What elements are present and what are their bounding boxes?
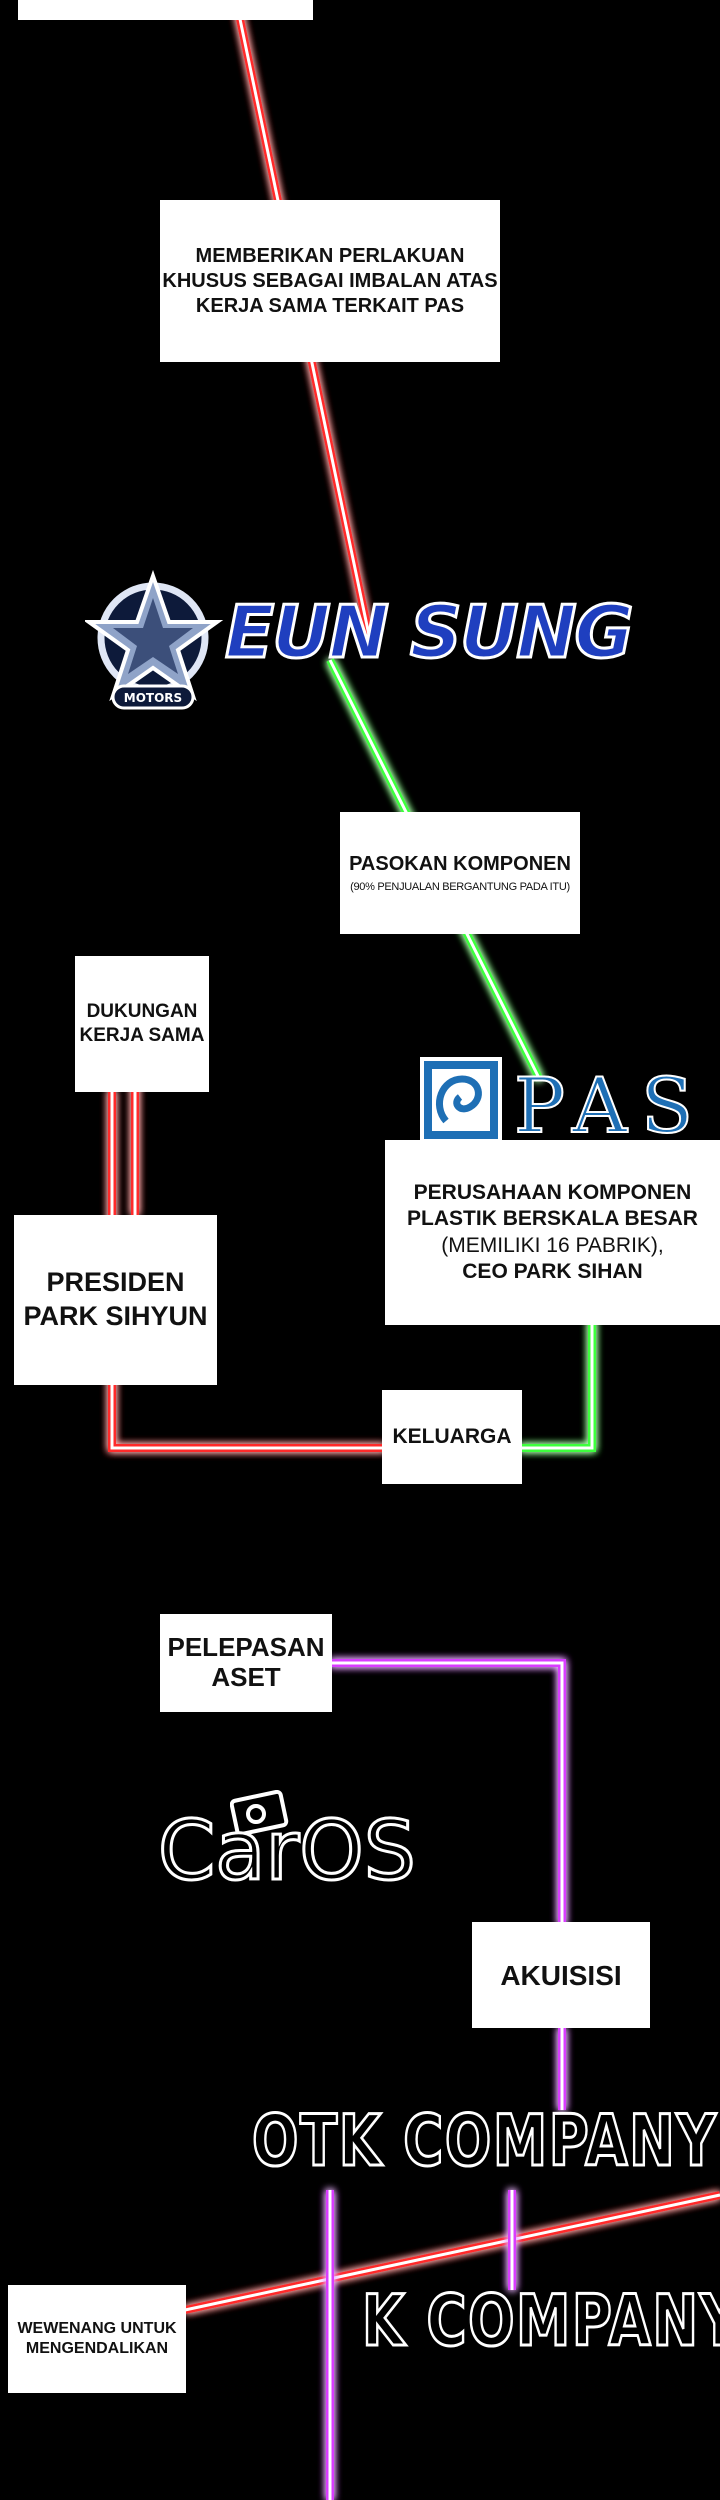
pas-logo: PAS (418, 1055, 720, 1151)
green-family-line (520, 1320, 596, 1452)
caros-text: CarOS (157, 1803, 418, 1901)
asset-line-2: ASET (211, 1662, 281, 1692)
pas-ceo: CEO PARK SIHAN (462, 1259, 643, 1283)
k-company-text: K COMPANY (361, 2279, 720, 2364)
eun-sung-text: EUN SUNG (224, 589, 636, 676)
acquisition-box: AKUISISI (472, 1922, 650, 2028)
cooperation-line-1: DUKUNGAN (86, 1001, 198, 1023)
pas-emblem-icon (420, 1057, 502, 1143)
special-treatment-line-3: KERJA SAMA TERKAIT PAS (195, 294, 465, 317)
special-treatment-box: MEMBERIKAN PERLAKUAN KHUSUS SEBAGAI IMBA… (160, 200, 500, 362)
asset-line-1: PELEPASAN (167, 1632, 325, 1663)
cooperation-line-2: KERJA SAMA (79, 1025, 205, 1046)
pas-text: PAS (513, 1060, 708, 1151)
component-supply-box: PASOKAN KOMPONEN (90% PENJUALAN BERGANTU… (340, 812, 580, 934)
purple-acquisition-line (326, 1659, 566, 2500)
pas-line-1: PERUSAHAAN KOMPONEN (413, 1181, 692, 1204)
component-supply-note: (90% PENJUALAN BERGANTUNG PADA ITU) (350, 880, 570, 893)
president-line-2: PARK SIHYUN (23, 1301, 208, 1331)
caros-logo: CarOS (157, 1790, 418, 1901)
president-box: PRESIDEN PARK SIHYUN (14, 1215, 217, 1385)
president-line-1: PRESIDEN (46, 1267, 185, 1298)
special-treatment-line-2: KHUSUS SEBAGAI IMBALAN ATAS (162, 269, 498, 292)
control-authority-box: WEWENANG UNTUK MENGENDALIKAN (8, 2285, 186, 2393)
control-line-2: MENGENDALIKAN (25, 2340, 169, 2357)
cooperation-support-box: DUKUNGAN KERJA SAMA (75, 956, 209, 1092)
control-line-1: WEWENANG UNTUK (17, 2320, 177, 2337)
family-box: KELUARGA (382, 1390, 522, 1484)
pas-description-box: PERUSAHAAN KOMPONEN PLASTIK BERSKALA BES… (385, 1140, 720, 1325)
top-partial-box (18, 0, 313, 20)
pas-factories: (MEMILIKI 16 PABRIK), (441, 1233, 664, 1257)
acquisition-label: AKUISISI (500, 1959, 622, 1991)
eun-sung-logo: MOTORS EUN SUNG (85, 568, 635, 718)
pas-line-2: PLASTIK BERSKALA BESAR (407, 1207, 698, 1231)
otk-company-text: OTK COMPANY (251, 2099, 718, 2184)
emblem-text: MOTORS (124, 691, 182, 705)
asset-release-box: PELEPASAN ASET (160, 1614, 332, 1712)
special-treatment-line-1: MEMBERIKAN PERLAKUAN (195, 244, 465, 267)
family-label: KELUARGA (392, 1424, 512, 1448)
caros-camera-icon (230, 1790, 289, 1834)
star-emblem-icon: MOTORS (85, 569, 224, 710)
red-bottom-diagonal (184, 2191, 720, 2314)
component-supply-title: PASOKAN KOMPONEN (349, 852, 571, 875)
